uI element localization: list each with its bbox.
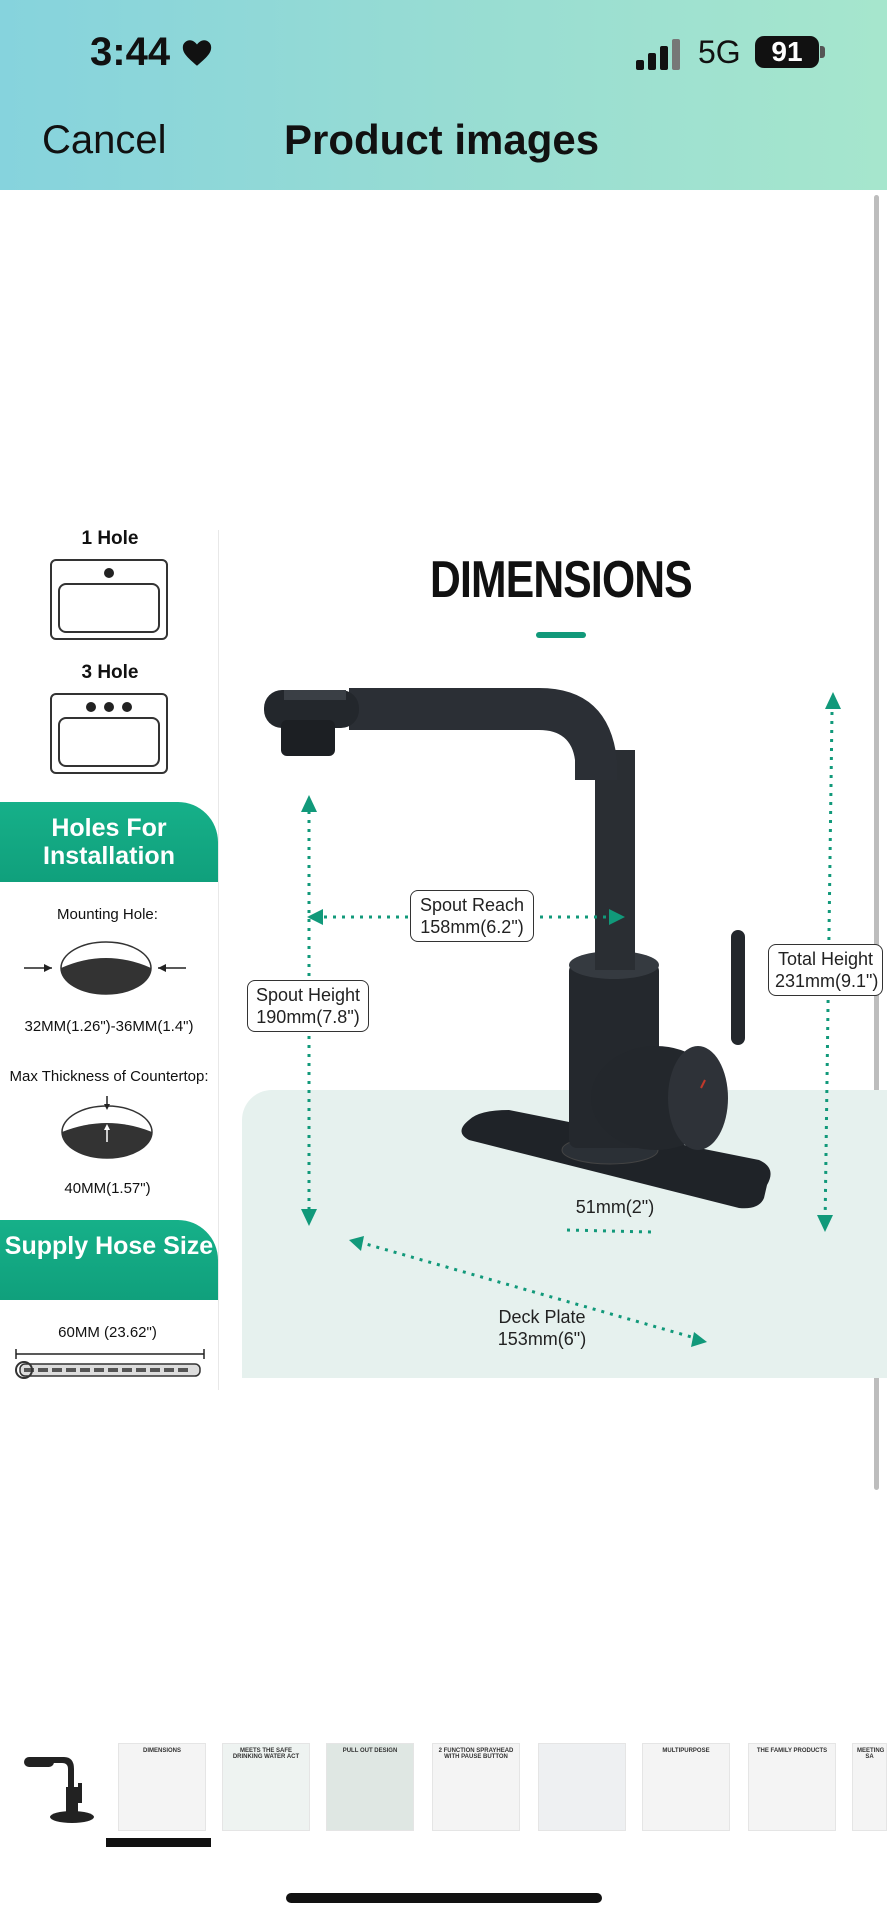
cancel-button[interactable]: Cancel [42,118,167,162]
home-indicator[interactable] [286,1893,602,1903]
installation-info-column: 1 Hole 3 Hole Holes For Installation Mou… [0,520,218,1390]
max-thickness-label: Max Thickness of Countertop: [9,1068,209,1085]
deck-plate-title: Deck Plate [498,1307,586,1327]
spout-height-label: Spout Height 190mm(7.8") [247,980,369,1032]
battery-icon: 91 [755,36,819,68]
page-title: Product images [284,116,600,163]
thumbnail-5-caption: 2 FUNCTION SPRAYHEAD WITH PAUSE BUTTON [438,1748,514,1760]
thumbnail-9[interactable]: MEETING SA [852,1743,887,1831]
one-hole-label: 1 Hole [81,528,139,549]
holes-banner: Holes For Installation [0,802,218,882]
supply-hose-banner: Supply Hose Size [0,1220,218,1300]
dimensions-title: DIMENSIONS [430,551,693,609]
total-height-title: Total Height [777,949,874,969]
column-divider [218,530,219,1390]
spout-reach-label: Spout Reach 158mm(6.2") [410,890,534,942]
spout-height-title: Spout Height [255,985,361,1005]
deck-plate-label: Deck Plate 153mm(6") [480,1306,604,1350]
thumbnail-2-caption: DIMENSIONS [142,1748,181,1754]
heart-icon [182,40,212,66]
supply-hose-icon [15,1349,205,1379]
scrollbar[interactable] [874,195,879,1490]
total-height-label: Total Height 231mm(9.1") [768,944,883,996]
three-hole-label: 3 Hole [81,662,139,683]
thumbnail-3-caption: MEETS THE SAFE DRINKING WATER ACT [232,1748,300,1760]
network-label: 5G [698,34,741,70]
status-time: 3:44 [90,30,171,74]
base-diameter-label: 51mm(2") [575,1197,655,1217]
thumbnail-6[interactable] [538,1743,626,1831]
signal-icon [636,39,680,70]
thumbnail-9-caption: MEETING SA [857,1748,885,1760]
countertop-thickness-icon [61,1096,153,1159]
mounting-size-label: 32MM(1.26")-36MM(1.4") [24,1018,194,1035]
three-hole-sink-icon [50,693,168,774]
hose-size-label: 60MM (23.62") [58,1324,157,1341]
battery-tip [820,46,825,58]
thumbnail-3[interactable]: MEETS THE SAFE DRINKING WATER ACT [222,1743,310,1831]
mounting-hole-icon [24,941,186,995]
spout-reach-value: 158mm(6.2") [420,917,524,937]
thumbnail-5[interactable]: 2 FUNCTION SPRAYHEAD WITH PAUSE BUTTON [432,1743,520,1831]
thumbnail-8[interactable]: THE FAMILY PRODUCTS [748,1743,836,1831]
one-hole-sink-icon [50,559,168,640]
title-underline [536,632,586,638]
thumbnail-1[interactable] [14,1743,102,1831]
faucet-diagram [264,688,841,1347]
thickness-size-label: 40MM(1.57") [64,1180,151,1197]
header-bar: 3:44 5G 91 Cancel Product images [0,0,887,190]
thumbnail-strip[interactable]: DIMENSIONS MEETS THE SAFE DRINKING WATER… [0,1735,887,1835]
thumbnail-4[interactable]: PULL OUT DESIGN [326,1743,414,1831]
total-height-value: 231mm(9.1") [775,971,879,991]
selected-thumbnail-indicator [106,1838,211,1847]
faucet-thumb-icon [24,1757,94,1823]
spout-reach-title: Spout Reach [419,895,525,915]
thumbnail-8-caption: THE FAMILY PRODUCTS [756,1748,828,1754]
thumbnail-2[interactable]: DIMENSIONS [118,1743,206,1831]
thumbnail-7[interactable]: MULTIPURPOSE [642,1743,730,1831]
product-image[interactable]: 1 Hole 3 Hole Holes For Installation Mou… [0,520,887,1390]
thumbnail-7-caption: MULTIPURPOSE [662,1748,710,1754]
deck-plate-value: 153mm(6") [497,1329,587,1349]
mounting-hole-label: Mounting Hole: [57,906,158,923]
spout-height-value: 190mm(7.8") [256,1007,360,1027]
thumbnail-4-caption: PULL OUT DESIGN [342,1748,398,1754]
